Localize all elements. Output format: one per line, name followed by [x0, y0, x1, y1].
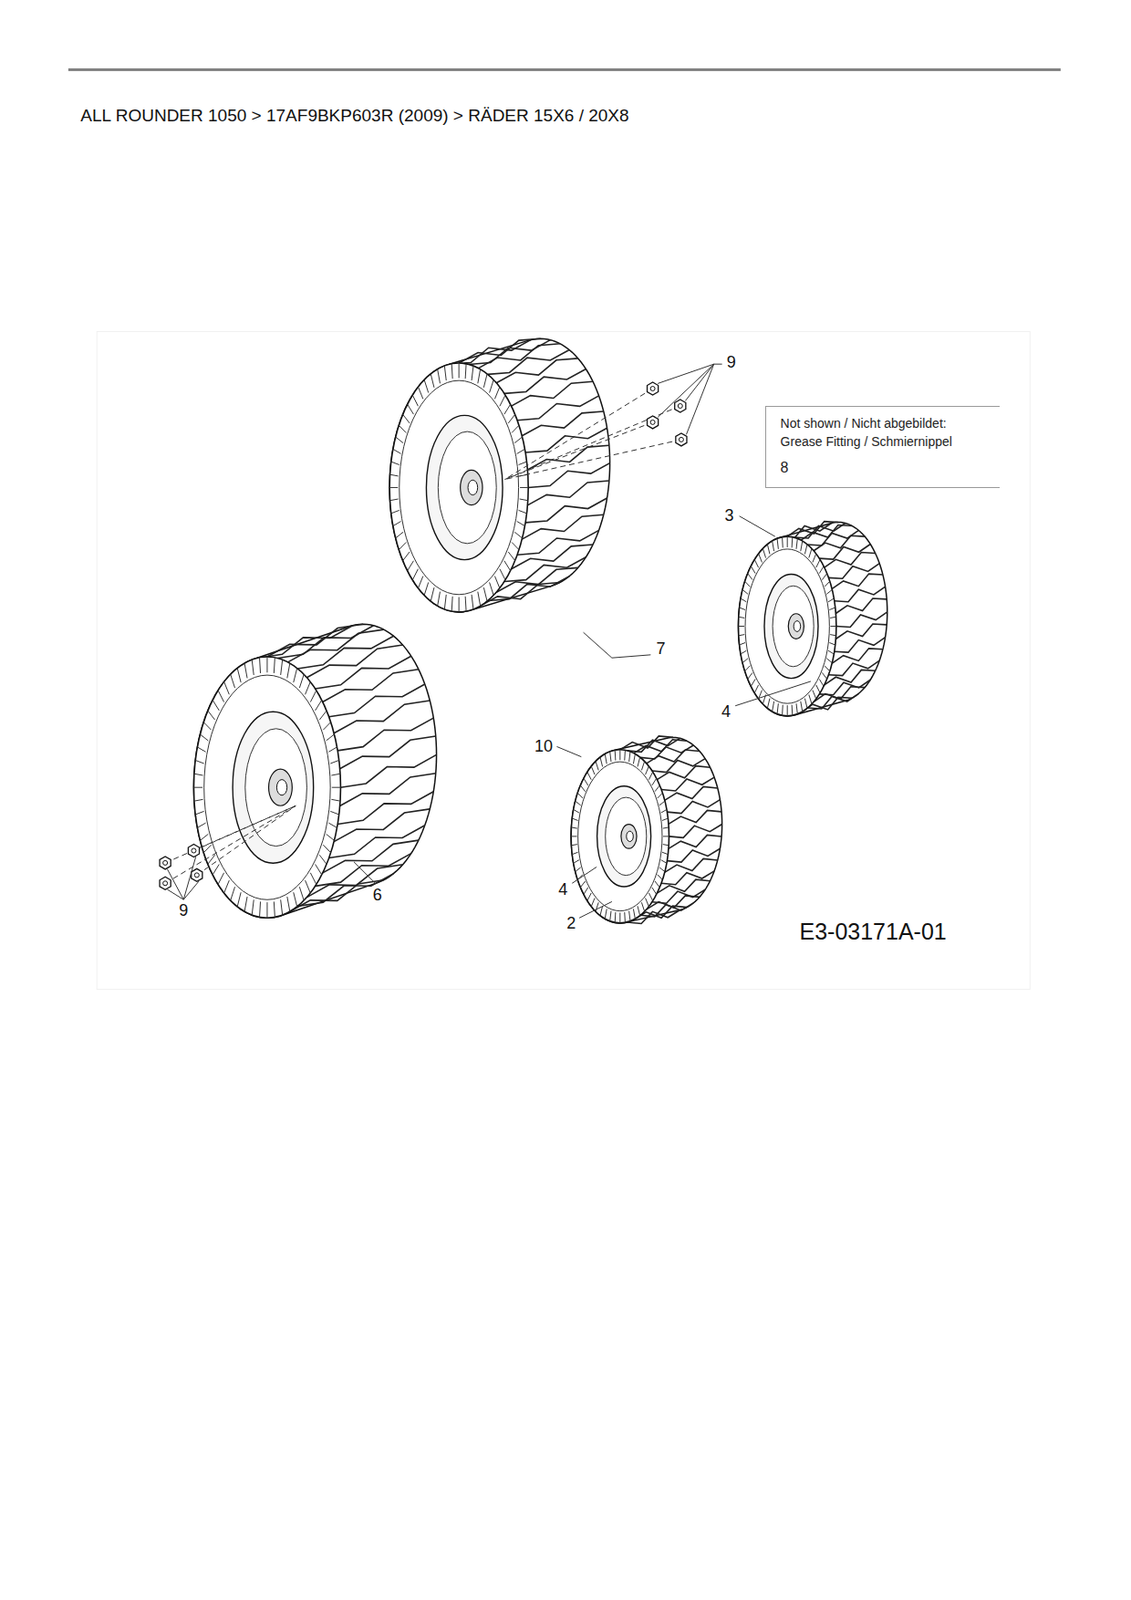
- leader-line: [685, 363, 714, 435]
- callout-number: 4: [558, 881, 568, 898]
- lug-nut: [191, 868, 203, 882]
- lug-nut: [163, 881, 168, 886]
- callout-number: 10: [534, 737, 553, 755]
- lug-nut: [650, 386, 655, 392]
- assembly-line: [197, 805, 296, 875]
- lug-nut: [163, 860, 168, 865]
- tire-drawing: [738, 521, 888, 716]
- leader-line: [684, 363, 714, 401]
- page-title: ALL ROUNDER 1050 > 17AF9BKP603R (2009) >…: [80, 105, 629, 126]
- callout-number: 4: [721, 703, 731, 720]
- assembly-line: [504, 439, 681, 480]
- lug-nut: [187, 844, 199, 858]
- lug-nut: [159, 876, 171, 890]
- leader-line: [166, 869, 184, 901]
- lug-nut: [647, 382, 659, 395]
- leader-line: [353, 861, 375, 883]
- assembly-line: [165, 805, 296, 883]
- callout-number: 9: [726, 353, 737, 371]
- leader-line: [571, 866, 597, 883]
- note-text: Grease Fitting / Schmiernippel: [780, 432, 989, 451]
- callout-number: 2: [566, 914, 576, 932]
- leader-line: [183, 881, 199, 900]
- lug-nut: [647, 415, 659, 429]
- leader-line: [735, 681, 811, 706]
- assembly-line: [504, 422, 653, 480]
- leader-line: [739, 516, 776, 537]
- lug-nut: [159, 856, 171, 870]
- callout-number: 3: [724, 507, 734, 524]
- tire-drawing: [193, 623, 436, 918]
- leader-line: [657, 363, 714, 384]
- leader-line: [657, 363, 714, 417]
- leader-line: [166, 889, 184, 900]
- callout-number: 7: [656, 640, 666, 657]
- leader-line: [583, 632, 652, 658]
- lug-nut: [194, 872, 199, 878]
- lug-nut: [650, 419, 655, 425]
- lug-nut: [677, 404, 683, 409]
- leader-line: [183, 856, 196, 900]
- lug-nut: [678, 436, 684, 442]
- assembly-line: [504, 405, 680, 480]
- leader-line: [714, 363, 723, 365]
- note-text: Not shown / Nicht abgebildet:: [780, 414, 989, 433]
- tire-drawing: [389, 338, 611, 613]
- figure-frame: [96, 331, 1030, 989]
- assembly-line: [193, 805, 296, 851]
- callout-number: 6: [373, 886, 383, 903]
- assembly-line: [165, 805, 296, 863]
- note-box: Not shown / Nicht abgebildet:Grease Fitt…: [765, 405, 1000, 488]
- figure-code: E3-03171A-01: [798, 919, 946, 943]
- lug-nut: [674, 399, 686, 413]
- header-rule: [68, 68, 1061, 72]
- leader-line: [556, 746, 582, 757]
- assembly-line: [504, 388, 653, 480]
- leader-line: [579, 901, 613, 918]
- callout-number: 8: [780, 456, 989, 478]
- lug-nut: [675, 433, 687, 447]
- callout-number: 9: [178, 902, 188, 919]
- lug-nut: [191, 848, 197, 853]
- tire-drawing: [570, 736, 722, 924]
